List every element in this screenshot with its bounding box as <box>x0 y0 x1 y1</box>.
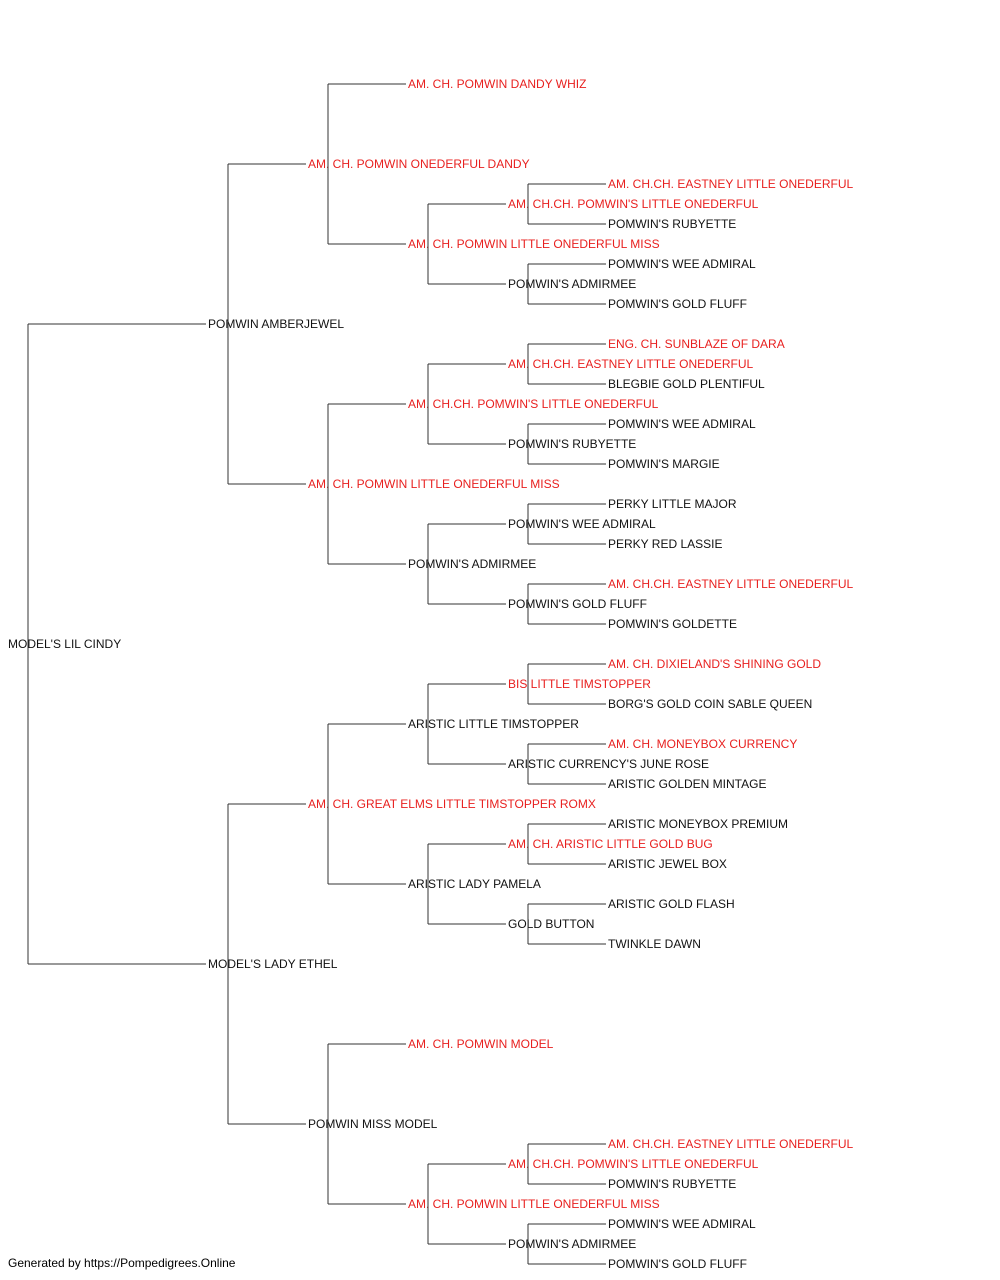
dog-name-root-d-s-s-d-d: ARISTIC GOLDEN MINTAGE <box>608 777 766 791</box>
dog-name-root-s-d-s-d: POMWIN'S RUBYETTE <box>508 437 636 451</box>
dog-name-root-s-s-d-s-d: POMWIN'S RUBYETTE <box>608 217 736 231</box>
dog-name-root-d-d-d-d: POMWIN'S ADMIRMEE <box>508 1237 636 1251</box>
dog-name-root-s-d-d-s: POMWIN'S WEE ADMIRAL <box>508 517 656 531</box>
dog-name-root-s-d-d-s-d: PERKY RED LASSIE <box>608 537 723 551</box>
dog-name-root-s-s-d-s: AM. CH.CH. POMWIN'S LITTLE ONEDERFUL <box>508 197 759 211</box>
dog-name-root-d-s-d: ARISTIC LADY PAMELA <box>408 877 541 891</box>
dog-name-root-d-s-d-s: AM. CH. ARISTIC LITTLE GOLD BUG <box>508 837 713 851</box>
dog-name-root-s-d-s-s: AM. CH.CH. EASTNEY LITTLE ONEDERFUL <box>508 357 753 371</box>
dog-name-root-d-s-d-d-d: TWINKLE DAWN <box>608 937 701 951</box>
dog-name-root-d-s-s-s-s: AM. CH. DIXIELAND'S SHINING GOLD <box>608 657 821 671</box>
dog-name-root-s-s-d-d-d: POMWIN'S GOLD FLUFF <box>608 297 747 311</box>
dog-name-root-d: MODEL'S LADY ETHEL <box>208 957 338 971</box>
dog-name-root-d-s-s-s: BIS LITTLE TIMSTOPPER <box>508 677 651 691</box>
dog-name-root-s-d-d-d: POMWIN'S GOLD FLUFF <box>508 597 647 611</box>
dog-name-root-d-d-d-s-s: AM. CH.CH. EASTNEY LITTLE ONEDERFUL <box>608 1137 853 1151</box>
dog-name-root-s-d-s-s-d: BLEGBIE GOLD PLENTIFUL <box>608 377 765 391</box>
dog-name-root-d-d-d: AM. CH. POMWIN LITTLE ONEDERFUL MISS <box>408 1197 660 1211</box>
dog-name-root-s-d-d-d-s: AM. CH.CH. EASTNEY LITTLE ONEDERFUL <box>608 577 853 591</box>
dog-name-root-d-s-d-s-d: ARISTIC JEWEL BOX <box>608 857 727 871</box>
dog-name-root-s-s-d-d: POMWIN'S ADMIRMEE <box>508 277 636 291</box>
dog-name-root-s-s-s: AM. CH. POMWIN DANDY WHIZ <box>408 77 586 91</box>
dog-name-root-s-d-s-s-s: ENG. CH. SUNBLAZE OF DARA <box>608 337 785 351</box>
dog-name-root-s-d: AM. CH. POMWIN LITTLE ONEDERFUL MISS <box>308 477 560 491</box>
dog-name-root-d-s-s-d: ARISTIC CURRENCY'S JUNE ROSE <box>508 757 709 771</box>
dog-name-root-d-s-s: ARISTIC LITTLE TIMSTOPPER <box>408 717 579 731</box>
dog-name-root-s-d-d-s-s: PERKY LITTLE MAJOR <box>608 497 737 511</box>
dog-name-root-s-s: AM. CH. POMWIN ONEDERFUL DANDY <box>308 157 530 171</box>
dog-name-root-s-d-s: AM. CH.CH. POMWIN'S LITTLE ONEDERFUL <box>408 397 659 411</box>
dog-name-root-d-d-d-d-d: POMWIN'S GOLD FLUFF <box>608 1257 747 1271</box>
dog-name-root-d-s: AM. CH. GREAT ELMS LITTLE TIMSTOPPER ROM… <box>308 797 596 811</box>
dog-name-root-s: POMWIN AMBERJEWEL <box>208 317 344 331</box>
dog-name-root-d-d-d-s-d: POMWIN'S RUBYETTE <box>608 1177 736 1191</box>
dog-name-root-d-s-s-s-d: BORG'S GOLD COIN SABLE QUEEN <box>608 697 812 711</box>
dog-name-root-d-d-d-d-s: POMWIN'S WEE ADMIRAL <box>608 1217 756 1231</box>
dog-name-root-s-s-d: AM. CH. POMWIN LITTLE ONEDERFUL MISS <box>408 237 660 251</box>
dog-name-root-d-s-d-d-s: ARISTIC GOLD FLASH <box>608 897 735 911</box>
dog-name-root-s-d-s-d-d: POMWIN'S MARGIE <box>608 457 720 471</box>
dog-name-root-s-s-d-s-s: AM. CH.CH. EASTNEY LITTLE ONEDERFUL <box>608 177 853 191</box>
dog-name-root-d-d-d-s: AM. CH.CH. POMWIN'S LITTLE ONEDERFUL <box>508 1157 759 1171</box>
dog-name-root-d-d-s: AM. CH. POMWIN MODEL <box>408 1037 554 1051</box>
dog-name-root-s-d-d-d-d: POMWIN'S GOLDETTE <box>608 617 737 631</box>
dog-name-root: MODEL'S LIL CINDY <box>8 637 121 651</box>
generated-by-footer: Generated by https://Pompedigrees.Online <box>8 1256 236 1270</box>
dog-name-root-d-s-s-d-s: AM. CH. MONEYBOX CURRENCY <box>608 737 797 751</box>
dog-name-root-s-s-d-d-s: POMWIN'S WEE ADMIRAL <box>608 257 756 271</box>
dog-name-root-d-s-d-d: GOLD BUTTON <box>508 917 594 931</box>
dog-name-root-d-d: POMWIN MISS MODEL <box>308 1117 438 1131</box>
dog-name-root-s-d-d: POMWIN'S ADMIRMEE <box>408 557 536 571</box>
dog-name-root-s-d-s-d-s: POMWIN'S WEE ADMIRAL <box>608 417 756 431</box>
dog-name-root-d-s-d-s-s: ARISTIC MONEYBOX PREMIUM <box>608 817 788 831</box>
